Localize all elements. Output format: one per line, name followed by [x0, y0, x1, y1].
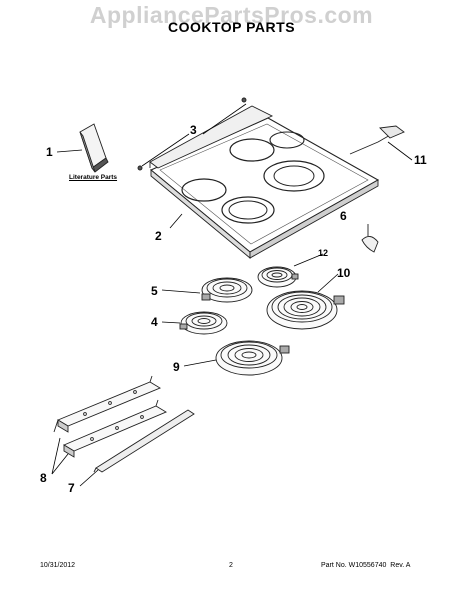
leader-lines — [51, 103, 413, 487]
element-9 — [215, 340, 290, 376]
callout-4: 4 — [151, 315, 158, 329]
element-12 — [257, 266, 299, 288]
callout-1: 1 — [46, 145, 53, 159]
callout-3: 3 — [190, 123, 197, 137]
footer-part-number: Part No. W10556740 Rev. A — [321, 562, 411, 569]
footer-page-number: 2 — [229, 562, 233, 569]
callout-5: 5 — [151, 284, 158, 298]
callout-11: 11 — [414, 153, 427, 167]
bracket-lower — [63, 399, 167, 458]
literature-booklet — [79, 123, 109, 173]
literature-parts-label: Literature Parts — [69, 174, 118, 181]
element-4 — [179, 311, 228, 335]
callout-2: 2 — [155, 229, 162, 243]
callout-10: 10 — [337, 266, 351, 280]
cooktop-glass — [137, 97, 380, 259]
trim-strip — [93, 409, 195, 473]
callout-7: 7 — [68, 481, 75, 495]
clip-part — [361, 236, 379, 253]
footer-date: 10/31/2012 — [40, 562, 76, 569]
bracket-upper — [53, 375, 161, 433]
callout-9: 9 — [173, 360, 180, 374]
callout-12: 12 — [318, 248, 329, 258]
element-5 — [201, 277, 253, 303]
wire-harness — [349, 125, 405, 155]
callout-8: 8 — [40, 471, 47, 485]
callout-6: 6 — [340, 209, 347, 223]
page-title: COOKTOP PARTS — [167, 19, 296, 35]
element-10 — [266, 290, 345, 330]
watermark: AppliancePartsPros.com — [89, 2, 374, 28]
